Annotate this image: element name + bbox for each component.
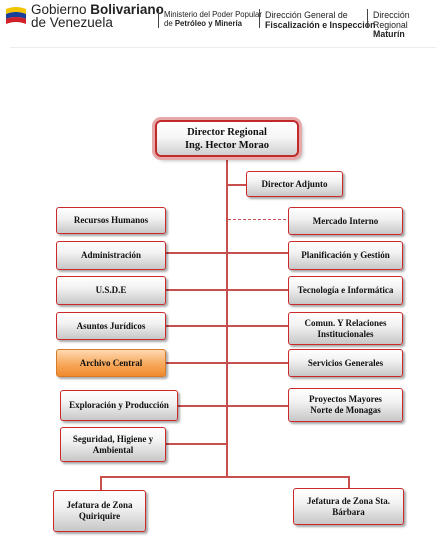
unit-label: Recursos Humanos [73,215,149,225]
government-title: Gobierno Bolivariano de Venezuela [31,2,164,30]
zona-quiriquire-box: Jefatura de Zona Quiriquire [53,490,146,532]
zone-label: Jefatura de Zona Sta. [307,495,390,506]
zone-label-line2: Bárbara [332,506,365,517]
zona-sta-barbara-box: Jefatura de Zona Sta. Bárbara [293,488,404,525]
left-unit-6: Seguridad, Higiene y Ambiental [60,427,166,462]
zone-label: Jefatura de Zona [66,500,133,510]
unit-label: Tecnología e Informática [297,285,394,295]
header-bar: Gobierno Bolivariano de Venezuela Minist… [0,0,446,39]
dashed-connector [228,219,286,220]
header-divider [367,9,368,28]
row-connector [178,405,288,407]
zone-connector [101,476,349,478]
unit-label: Servicios Generales [307,357,384,368]
row-connector [166,289,288,291]
director-adjunto-box: Director Adjunto [246,171,343,197]
unit-label: Asuntos Jurídicos [76,320,146,331]
row-connector [166,325,288,327]
row-connector [166,443,227,445]
row-connector [166,252,288,254]
unit-label: Exploración y Producción [69,400,169,410]
right-unit-1: Planificación y Gestión [288,241,403,270]
zone-label-line2: Quiriquire [78,511,121,521]
gov-line1: Gobierno [31,2,91,17]
left-unit-0: Recursos Humanos [56,207,166,234]
right-unit-2: Tecnología e Informática [288,276,403,305]
regional-line1: Dirección Regional [373,10,410,30]
unit-label-line2: Norte de Monagas [310,405,381,415]
unit-label-line2: Institucionales [317,328,374,339]
left-unit-1: Administración [56,241,166,270]
right-unit-0: Mercado Interno [288,207,403,235]
trunk-line [226,152,228,476]
header-underline [10,47,436,48]
unit-label-line2: Ambiental [92,444,134,455]
zone-drop-right [348,476,350,488]
ministry-line2: Petróleo y Minería [174,18,243,28]
left-unit-5: Exploración y Producción [60,390,178,421]
ministry-line1: Ministerio del Poder Popular [164,10,262,19]
left-unit-2: U.S.D.E [56,276,166,305]
director-title: Director Regional [187,126,267,138]
director-name: Ing. Hector Morao [184,139,270,151]
unit-label: Archivo Central [79,357,143,368]
row-connector [166,362,288,364]
direccion-line1: Dirección General de [265,10,348,20]
unit-label: Planificación y Gestión [301,250,390,260]
unit-label: Mercado Interno [312,215,379,226]
unit-label: Proyectos Mayores [309,394,382,404]
direccion-line2: Fiscalización e Inspección [265,19,376,30]
adjunto-label: Director Adjunto [261,178,328,189]
ministry-label: Ministerio del Poder Popular de Petróleo… [164,10,262,28]
direccion-regional-label: Dirección Regional Maturín [373,10,446,40]
direccion-general-label: Dirección General de Fiscalización e Ins… [265,10,376,30]
unit-label: Comun. Y Relaciones [304,317,387,328]
unit-label: Seguridad, Higiene y [72,433,154,444]
venezuela-flag-logo [6,7,26,24]
director-regional-box: Director Regional Ing. Hector Morao [155,120,299,157]
right-unit-4: Servicios Generales [288,349,403,377]
unit-label: Administración [80,250,141,260]
header-divider [158,9,159,28]
regional-line2: Maturín [373,29,405,39]
left-unit-4: Archivo Central [56,349,166,377]
zone-drop-left [100,476,102,490]
ministry-line2-prefix: de [164,18,175,28]
right-unit-3: Comun. Y Relaciones Institucionales [288,312,403,345]
gov-line1-bold: Bolivariano [90,2,164,17]
right-unit-5: Proyectos Mayores Norte de Monagas [288,388,403,422]
left-unit-3: Asuntos Jurídicos [56,312,166,340]
gov-line2: de Venezuela [31,15,113,30]
header-divider [259,9,260,28]
adjunto-connector [227,184,246,186]
unit-label: U.S.D.E [95,285,127,295]
